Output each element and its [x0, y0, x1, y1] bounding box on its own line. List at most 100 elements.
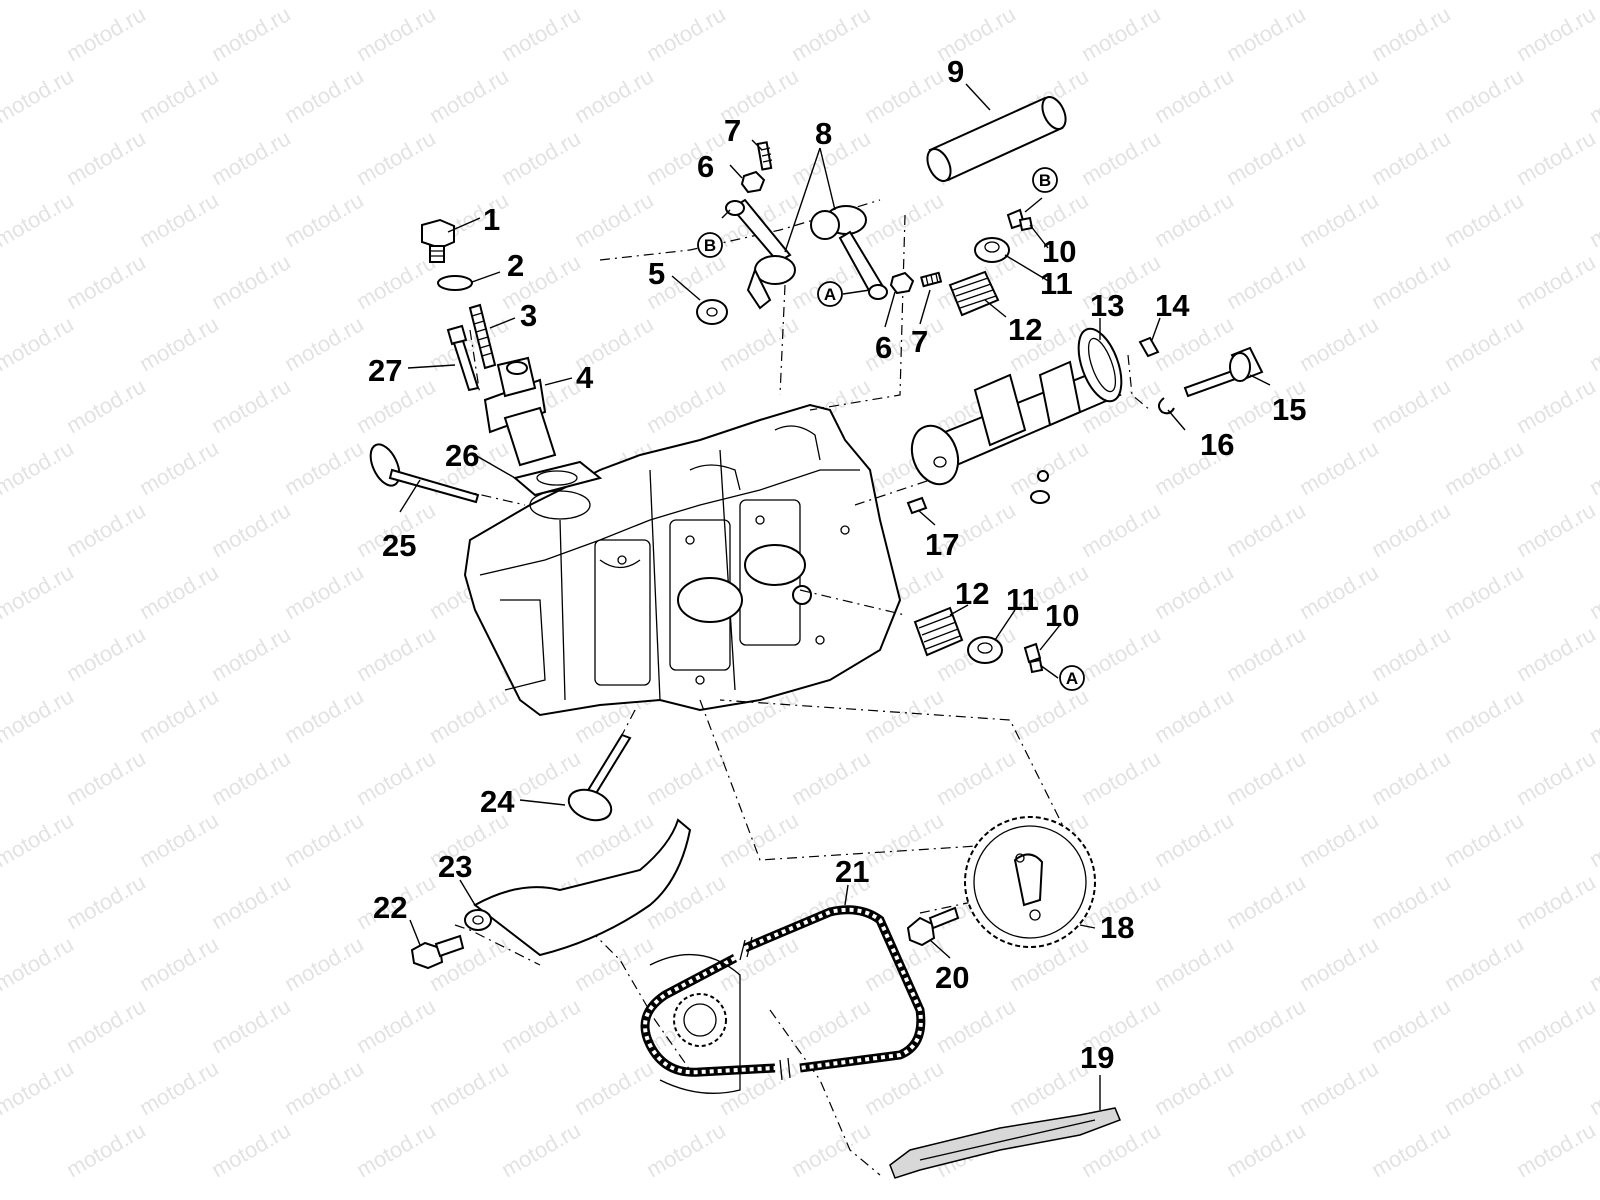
watermark-text: motod.ru [1585, 1055, 1600, 1120]
watermark-text: motod.ru [1222, 497, 1310, 562]
watermark-text: motod.ru [0, 187, 78, 252]
watermark-text: motod.ru [0, 559, 78, 624]
part-24-intake-valve [567, 733, 632, 822]
part-15-decompressor-shaft [1183, 346, 1264, 398]
watermark-text: motod.ru [280, 187, 368, 252]
watermark-text: motod.ru [425, 0, 513, 4]
watermark-text: motod.ru [1512, 1, 1600, 66]
watermark-text: motod.ru [1440, 559, 1528, 624]
watermark-text: motod.ru [1295, 435, 1383, 500]
part-1-plug-bolt [421, 218, 455, 263]
watermark-text: motod.ru [1295, 63, 1383, 128]
watermark-text: motod.ru [1222, 125, 1310, 190]
watermark-text: motod.ru [1295, 559, 1383, 624]
watermark-text: motod.ru [787, 745, 875, 810]
parts-artwork [369, 96, 1264, 1179]
callout-19: 19 [1080, 1040, 1114, 1075]
watermark-text: motod.ru [135, 311, 223, 376]
watermark-text: motod.ru [860, 0, 948, 4]
watermark-text: motod.ru [62, 745, 150, 810]
watermark-text: motod.ru [497, 1, 585, 66]
callout-23: 23 [438, 849, 472, 884]
watermark-text: motod.ru [1440, 931, 1528, 996]
watermark-text: motod.ru [1295, 1055, 1383, 1120]
watermark-text: motod.ru [0, 435, 78, 500]
watermark-text: motod.ru [1512, 497, 1600, 562]
watermark-text: motod.ru [932, 1, 1020, 66]
watermark-text: motod.ru [135, 807, 223, 872]
callout-numbers: 1 2 3 4 5 6 6 7 7 8 9 10 10 11 11 12 12 … [368, 54, 1306, 1075]
watermark-text: motod.ru [0, 1055, 78, 1120]
watermark-text: motod.ru [1440, 683, 1528, 748]
callout-27: 27 [368, 353, 402, 388]
watermark-text: motod.ru [0, 63, 78, 128]
watermark-text: motod.ru [352, 621, 440, 686]
part-6-locknut-bottom [889, 271, 915, 295]
watermark-text: motod.ru [352, 745, 440, 810]
part-7-adjuster-screw-top [756, 141, 773, 171]
callout-3: 3 [520, 298, 537, 333]
ref-letter: A [824, 285, 836, 304]
watermark-text: motod.ru [1295, 931, 1383, 996]
watermark-text: motod.ru [1222, 1117, 1310, 1182]
watermark-text: motod.ru [1295, 807, 1383, 872]
watermark-text: motod.ru [0, 807, 78, 872]
watermark-text: motod.ru [715, 311, 803, 376]
ref-letter: A [1066, 669, 1078, 688]
part-13-camshaft [910, 327, 1123, 504]
ref-circle-b-cotter: B [1032, 167, 1058, 193]
watermark-text: motod.ru [642, 125, 730, 190]
watermark-text: motod.ru [0, 0, 78, 4]
watermark-text: motod.ru [1295, 311, 1383, 376]
callout-25: 25 [382, 528, 416, 563]
watermark-text: motod.ru [280, 311, 368, 376]
watermark-text: motod.ru [425, 683, 513, 748]
watermark-text: motod.ru [1367, 869, 1455, 934]
watermark-text: motod.ru [1005, 683, 1093, 748]
watermark-text: motod.ru [62, 869, 150, 934]
watermark-text: motod.ru [1585, 311, 1600, 376]
watermark-text: motod.ru [1150, 807, 1238, 872]
part-8-rocker-arm-left [725, 198, 796, 310]
part-3-stud [468, 303, 497, 370]
watermark-text: motod.ru [280, 1055, 368, 1120]
watermark-text: motod.ru [135, 0, 223, 4]
callout-8: 8 [815, 116, 832, 151]
watermark-text: motod.ru [1512, 373, 1600, 438]
crankshaft-sprocket [649, 954, 741, 1094]
watermark-text: motod.ru [207, 249, 295, 314]
watermark-text: motod.ru [860, 311, 948, 376]
leader-lines [399, 83, 1271, 1110]
watermark-text: motod.ru [642, 745, 730, 810]
part-17-pin [906, 496, 928, 515]
watermark-text: motod.ru [1150, 0, 1238, 4]
watermark-text: motod.ru [1585, 435, 1600, 500]
part-12-valve-spring-bottom [913, 606, 964, 657]
watermark-text: motod.ru [1512, 249, 1600, 314]
watermark-text: motod.ru [352, 1117, 440, 1182]
callout-10-top: 10 [1042, 234, 1076, 269]
part-25-exhaust-valve [369, 443, 480, 504]
callout-10-bottom: 10 [1045, 598, 1079, 633]
watermark-text: motod.ru [1295, 187, 1383, 252]
part-7-adjuster-screw-bottom [920, 271, 943, 288]
callout-21: 21 [835, 854, 869, 889]
watermark-text: motod.ru [1077, 1, 1165, 66]
watermark-text: motod.ru [352, 993, 440, 1058]
part-2-washer [437, 275, 473, 291]
watermark-text: motod.ru [62, 497, 150, 562]
watermark-text: motod.ru [787, 1, 875, 66]
callout-11-bottom: 11 [1006, 582, 1039, 617]
watermark-text: motod.ru [1440, 311, 1528, 376]
watermark-text: motod.ru [352, 1, 440, 66]
watermark-text: motod.ru [1367, 1, 1455, 66]
watermark-text: motod.ru [207, 497, 295, 562]
watermark-text: motod.ru [1222, 621, 1310, 686]
part-10-valve-cotter-bottom [1023, 642, 1044, 674]
watermark-text: motod.ru [1077, 745, 1165, 810]
watermark-text: motod.ru [1150, 559, 1238, 624]
watermark-text: motod.ru [352, 125, 440, 190]
watermark-text: motod.ru [1585, 559, 1600, 624]
watermark-text: motod.ru [0, 931, 78, 996]
